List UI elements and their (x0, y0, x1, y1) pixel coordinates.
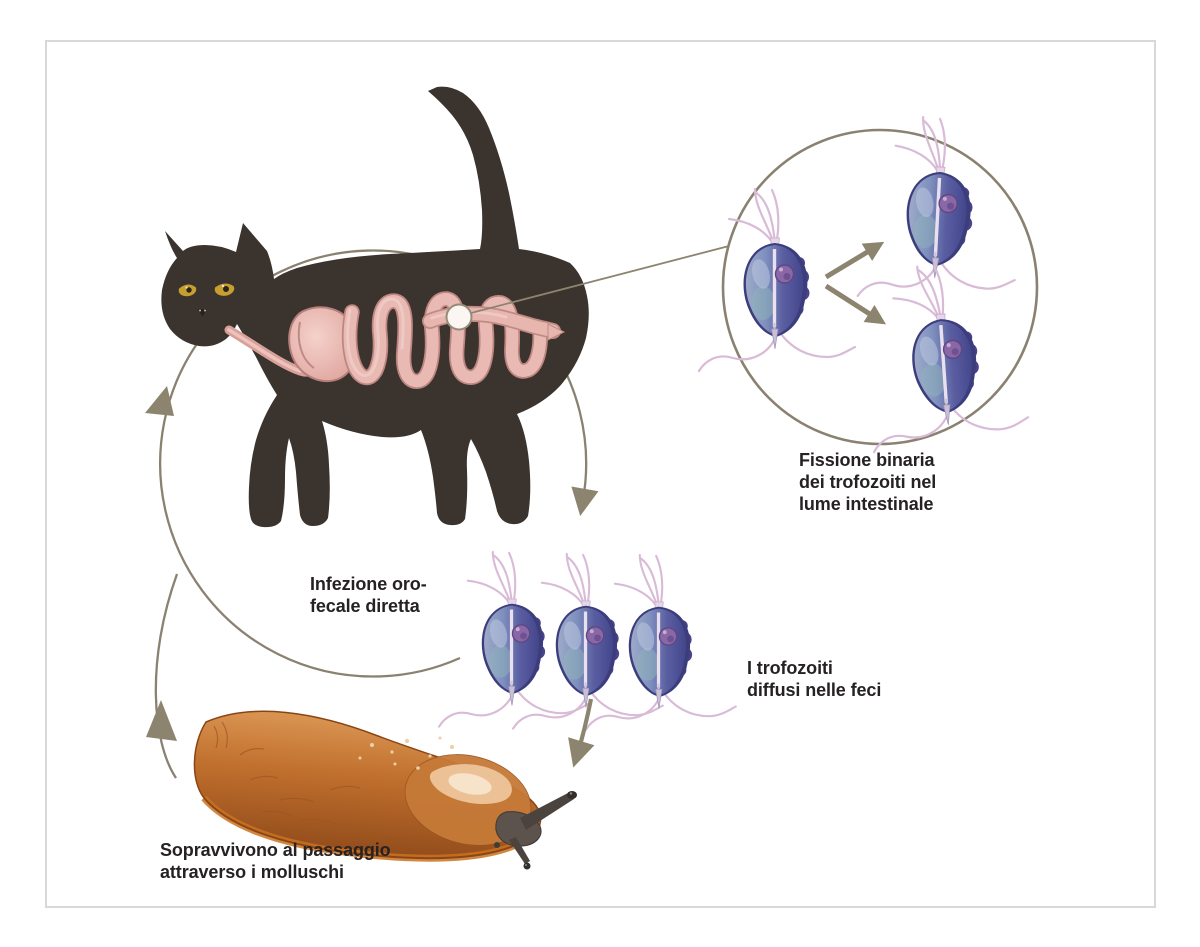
slug-illustration (193, 710, 577, 870)
slug-speckles (358, 736, 454, 770)
label-binary-fission: Fissione binaria dei trofozoiti nel lume… (799, 450, 937, 514)
label-trophozoites-in-feces: I trofozoiti diffusi nelle feci (747, 658, 882, 700)
callout-line (470, 245, 730, 314)
stomach (288, 306, 358, 383)
cat-eye-right (214, 281, 235, 296)
label-mollusc-passage: Sopravvivono al passaggio attraverso i m… (160, 840, 391, 882)
slug-tentacle-stub (494, 842, 500, 848)
cycle-arrowhead-up-icon (145, 386, 174, 416)
fission-arrow-lower (824, 283, 887, 325)
digestive-tract-illustration (224, 291, 566, 389)
cat-eye-left (178, 282, 197, 297)
feces-to-slug-arrow (568, 698, 595, 768)
slug-tentacle-lower (509, 837, 530, 864)
slug-tentacle-upper (520, 793, 574, 830)
cat-nose (197, 309, 207, 317)
return-arc (154, 573, 179, 779)
return-arrowhead-up-icon (146, 700, 177, 741)
intestine-coils (341, 291, 548, 389)
fission-arrow-upper (824, 241, 885, 280)
label-oral-fecal-infection: Infezione oro- fecale diretta (310, 574, 427, 616)
slug-skin-texture (213, 721, 361, 825)
intestine-marker-circle (445, 303, 473, 331)
